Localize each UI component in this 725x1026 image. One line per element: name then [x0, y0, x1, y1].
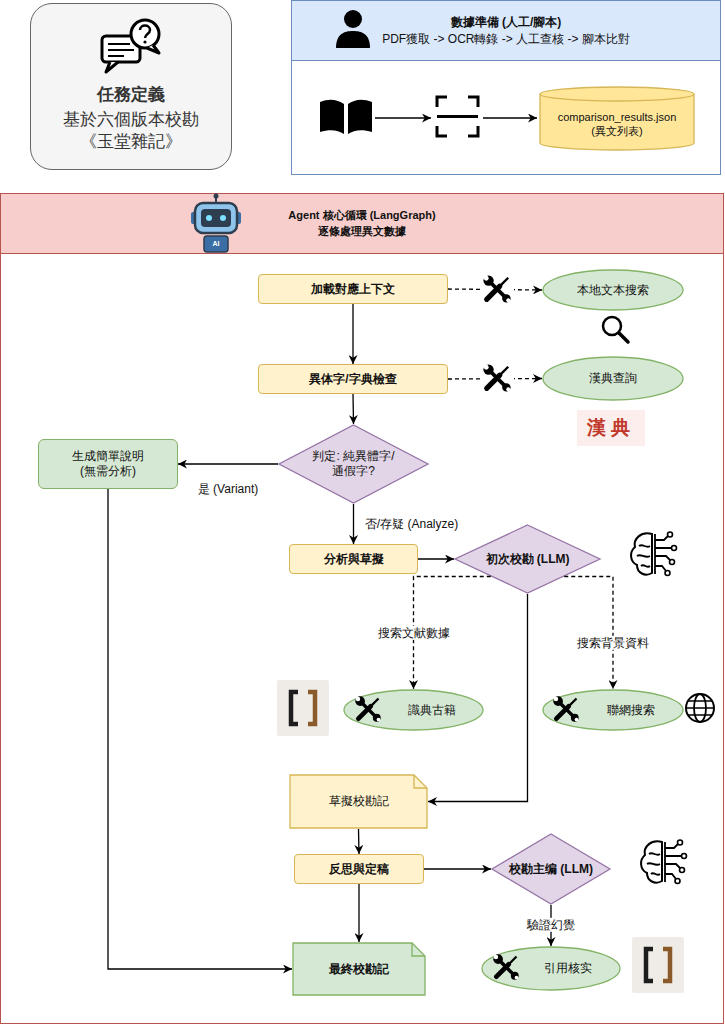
node-outline: [344, 690, 483, 730]
text-holder: 初次校勘 (LLM): [454, 524, 601, 594]
text-holder: comparison_results.json (異文列表): [539, 86, 695, 151]
node-outline: [482, 947, 620, 990]
node-outline: [412, 943, 425, 956]
text-holder: 漢典查詢: [542, 356, 684, 401]
node-subtitle: 逐條處理異文數據: [318, 225, 406, 239]
text-holder: 草擬校勘記: [289, 774, 428, 829]
edge-label: 是 (Variant): [196, 482, 260, 496]
edge-label: 搜索背景資料: [575, 636, 651, 650]
tool-ellipse: 聯網搜索: [542, 689, 684, 731]
node-title: Agent 核心循環 (LangGraph): [288, 209, 435, 223]
node-title: 數據準備 (人工/腳本): [451, 15, 562, 30]
node-title: comparison_results.json (異文列表): [543, 111, 691, 139]
process-box: 異体字/字典檢查: [258, 364, 448, 394]
text-holder: 異体字/字典檢查: [259, 365, 447, 393]
node-title: 任務定義: [97, 84, 165, 105]
node-outline: [492, 834, 610, 904]
tool-ellipse: 漢典查詢: [542, 356, 684, 401]
node-outline: [455, 525, 600, 593]
tool-ellipse: 本地文本搜索: [542, 269, 684, 311]
process-box: 任務定義基於六個版本校勘 《玉堂雜記》: [30, 3, 232, 170]
decision-diamond: 判定: 純異體字/通假字?: [278, 424, 429, 504]
text-holder: 任務定義基於六個版本校勘 《玉堂雜記》: [31, 4, 231, 169]
decision-diamond: 初次校勘 (LLM): [454, 524, 601, 594]
process-box: 數據準備 (人工/腳本) PDF獲取 -> OCR轉錄 -> 人工查核 -> 腳本…: [291, 0, 721, 175]
node-title: 草擬校勘記: [329, 794, 389, 809]
process-box: 反思與定稿: [294, 854, 424, 884]
node-title: 生成簡單說明 (無需分析): [54, 449, 162, 479]
node-title: 異体字/字典檢查: [309, 372, 396, 387]
process-box: 生成簡單說明 (無需分析): [38, 439, 178, 489]
node-outline: [540, 87, 694, 150]
text-holder: 引用核实: [481, 946, 621, 991]
text-holder: 本地文本搜索: [542, 269, 684, 311]
logo-text: 漢典: [587, 417, 635, 440]
text-holder: 生成簡單說明 (無需分析): [39, 440, 177, 488]
text-holder: 聯網搜索: [542, 689, 684, 731]
node-title: 分析與草擬: [324, 552, 384, 567]
node-outline: [290, 775, 427, 828]
edge-label: 搜索文献數據: [376, 626, 452, 640]
text-holder: 反思與定稿: [295, 855, 423, 883]
node-outline: [414, 775, 427, 788]
document-box: 最終校勘記: [292, 942, 426, 996]
node-title: 判定: 純異體字/通假字?: [298, 449, 409, 479]
text-holder: 加載對應上下文: [259, 275, 447, 303]
node-subtitle: PDF獲取 -> OCR轉錄 -> 人工查核 -> 腳本比對: [382, 32, 630, 47]
node-title: 反思與定稿: [329, 862, 389, 877]
node-outline: [543, 357, 683, 400]
text-holder: 識典古籍: [343, 689, 484, 731]
text-holder: 分析與草擬: [290, 545, 417, 573]
node-title: 最終校勘記: [329, 962, 389, 977]
document-box: 草擬校勘記: [289, 774, 428, 829]
text-holder: 校勘主编 (LLM): [491, 833, 611, 905]
text-holder: 判定: 純異體字/通假字?: [278, 424, 429, 504]
node-title: 引用核实: [544, 961, 592, 976]
node-outline: [540, 94, 694, 101]
node-subtitle: 基於六個版本校勘 《玉堂雜記》: [57, 109, 205, 152]
node-outline: [279, 425, 428, 503]
process-box: 加載對應上下文: [258, 274, 448, 304]
decision-diamond: 校勘主编 (LLM): [491, 833, 611, 905]
process-box: 分析與草擬: [289, 544, 418, 574]
edge-label: 否/存疑 (Analyze): [363, 517, 460, 531]
node-title: 校勘主编 (LLM): [509, 862, 593, 877]
node-title: 加載對應上下文: [311, 282, 395, 297]
tool-ellipse: 引用核实: [481, 946, 621, 991]
header-band: 數據準備 (人工/腳本) PDF獲取 -> OCR轉錄 -> 人工查核 -> 腳本…: [292, 1, 720, 61]
process-box: Agent 核心循環 (LangGraph) 逐條處理異文數據加載對應上下文 本地文…: [0, 193, 724, 1024]
tool-ellipse: 識典古籍: [343, 689, 484, 731]
text-holder: 最終校勘記: [292, 942, 426, 996]
header-band: Agent 核心循環 (LangGraph) 逐條處理異文數據: [1, 194, 723, 254]
node-title: 識典古籍: [408, 703, 456, 718]
node-title: 本地文本搜索: [577, 283, 649, 298]
node-outline: [543, 270, 683, 310]
node-outline: [543, 690, 683, 730]
node-title: 漢典查詢: [589, 371, 637, 386]
node-title: 初次校勘 (LLM): [486, 552, 570, 567]
node-outline: [293, 943, 425, 995]
node-title: 聯網搜索: [607, 703, 655, 718]
edge-label: 驗證幻覺: [525, 917, 577, 931]
badge-text: AI: [213, 240, 220, 248]
data-cylinder: comparison_results.json (異文列表): [539, 86, 695, 151]
